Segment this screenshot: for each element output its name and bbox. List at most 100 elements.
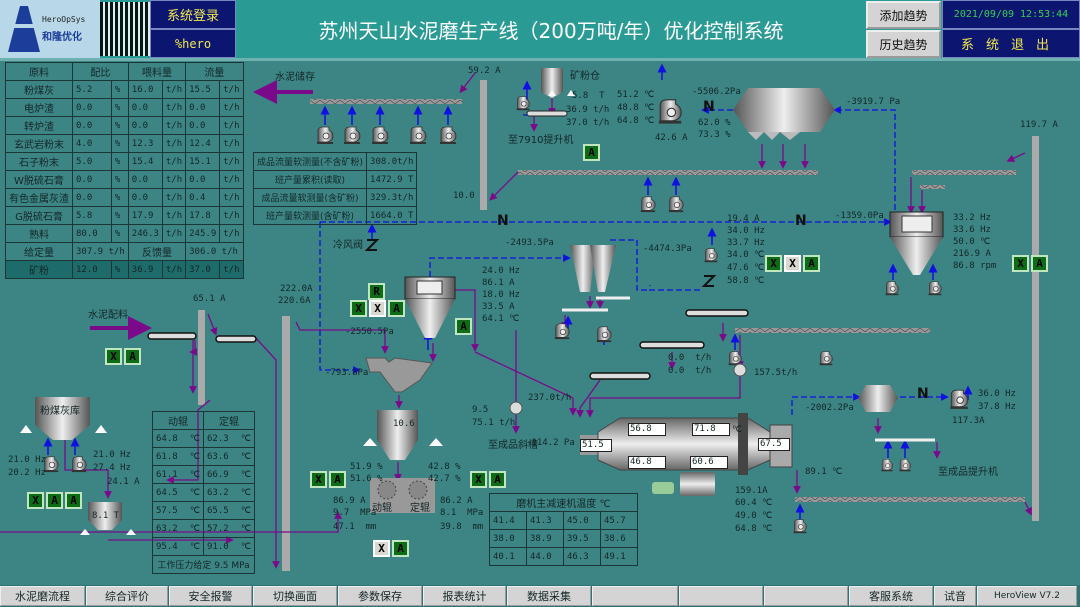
nav-button-empty[interactable] [764,586,848,606]
table-cell: 15.1 [185,152,221,171]
table-cell: % [110,134,129,153]
status-badge-x[interactable]: X [373,540,390,557]
history-trend-button[interactable]: 历史趋势 [866,30,941,58]
table-cell: t/h [219,188,244,207]
cf-t3-label: 58.8 ℃ [727,276,765,286]
rp-v3-label: 42.8 % [428,462,461,472]
temp-value: 63.6 [207,451,229,462]
status-badge-a[interactable]: A [124,348,141,365]
temp-value: 65.5 [207,505,229,516]
unit: ℃ [189,469,200,480]
table-cell: 38.9 [526,529,564,548]
fan1-current-label: 42.6 A [655,133,688,143]
table-row: 班产量累积(读取)1472.9 T [252,170,418,189]
nav-button-empty[interactable] [592,586,678,606]
status-badge-x[interactable]: X [350,300,367,317]
status-badge-x[interactable]: X [105,348,122,365]
table-cell: 329.3t/h [366,188,418,207]
status-badge-a[interactable]: A [392,540,409,557]
login-button[interactable]: 系统登录 [150,0,236,29]
spiral-small [920,185,945,189]
col-header: 定辊 [203,411,255,430]
nav-button[interactable]: 数据采集 [507,586,591,606]
table-cell: 0.0 [127,116,163,135]
to-chute-label: 至成品斜槽 [488,440,538,451]
slag-silo-label: 矿粉仓 [570,71,600,82]
status-badge-a[interactable]: A [583,144,600,161]
status-badge-x[interactable]: X [784,255,801,272]
unit: ℃ [240,541,251,552]
add-trend-button[interactable]: 添加趋势 [866,1,941,29]
sep-a-label: 216.9 A [953,249,991,259]
nav-button-empty[interactable] [679,586,763,606]
status-badge-x[interactable]: X [310,471,327,488]
sep-p-label: -1359.0Pa [835,211,884,221]
nav-button[interactable]: 报表统计 [423,586,506,606]
status-badge-a[interactable]: A [489,471,506,488]
table-cell: % [110,260,129,279]
status-badge-a[interactable]: A [329,471,346,488]
table-cell: W脱硫石膏 [5,170,73,189]
nav-button[interactable]: 试音 [934,586,976,606]
sep-hz1-label: 33.2 Hz [953,213,991,223]
unit: ℃ [189,487,200,498]
table-cell: 熟料 [5,224,73,243]
unit: ℃ [240,523,251,534]
ash-hz3-label: 21.0 Hz [93,450,131,460]
status-badge-a[interactable]: A [803,255,820,272]
status-badge-x[interactable]: X [369,300,386,317]
mill-out-t-label: 89.1 ℃ [805,467,843,477]
feedback-value: 306.0 t/h [185,242,244,261]
table-cell: 0.0 [72,98,112,117]
status-badge-x[interactable]: X [470,471,487,488]
status-badge-a[interactable]: A [46,492,63,509]
fr-gap-label: 39.8 mm [440,522,484,532]
table-cell: 62.3℃ [203,429,255,448]
status-badge-a[interactable]: A [455,318,472,335]
rotary-feeder-2 [509,401,523,415]
bag-filter-main [733,88,835,140]
table-cell: 15.5 [185,80,221,99]
status-badge-a[interactable]: A [65,492,82,509]
cf-hz2-label: 33.7 Hz [727,238,765,248]
motor-t3-label: 64.8 ℃ [735,524,773,534]
nav-button[interactable]: 水泥磨流程 [0,586,85,606]
motor-a-label: 159.1A [735,486,768,496]
table-cell: 64.8℃ [152,429,204,448]
slag-silo [541,68,563,98]
status-badge-a[interactable]: A [1031,255,1048,272]
nav-button[interactable]: 安全报警 [169,586,252,606]
table-cell: 1664.0 T [366,206,418,225]
table-cell: % [110,170,129,189]
mr-p-label: 9.7 MPa [333,508,377,518]
table-cell: 66.9℃ [203,465,255,484]
table-cell: 45.0 [563,511,601,530]
cf-t2-label: 47.6 ℃ [727,263,765,273]
nav-button[interactable]: 参数保存 [338,586,422,606]
nav-button[interactable]: 综合评价 [86,586,168,606]
status-badge-r[interactable]: R [368,283,385,300]
status-badge-a[interactable]: A [388,300,405,317]
table-cell: 17.8 [185,206,221,225]
system-exit-button[interactable]: 系统退出 [942,29,1080,58]
temp-value: 61.1 [156,469,178,480]
nav-button[interactable]: HeroView V7.2 [977,586,1077,606]
bucket-elevator-right [1032,136,1039,521]
table-cell: 成品流量软测量(含矿粉) [252,188,368,207]
temp-value: 66.9 [207,469,229,480]
nav-button[interactable]: 客服系统 [849,586,933,606]
table-cell: 0.0 [72,188,112,207]
logo-cn-text: 和隆优化 [42,32,82,43]
table-cell: t/h [161,80,187,99]
status-badge-x[interactable]: X [1012,255,1029,272]
status-badge-x[interactable]: X [27,492,44,509]
temp-value: 57.5 [156,505,178,516]
status-badge-x[interactable]: X [765,255,782,272]
nav-button[interactable]: 切换画面 [253,586,337,606]
table-cell: 91.0℃ [203,537,255,556]
